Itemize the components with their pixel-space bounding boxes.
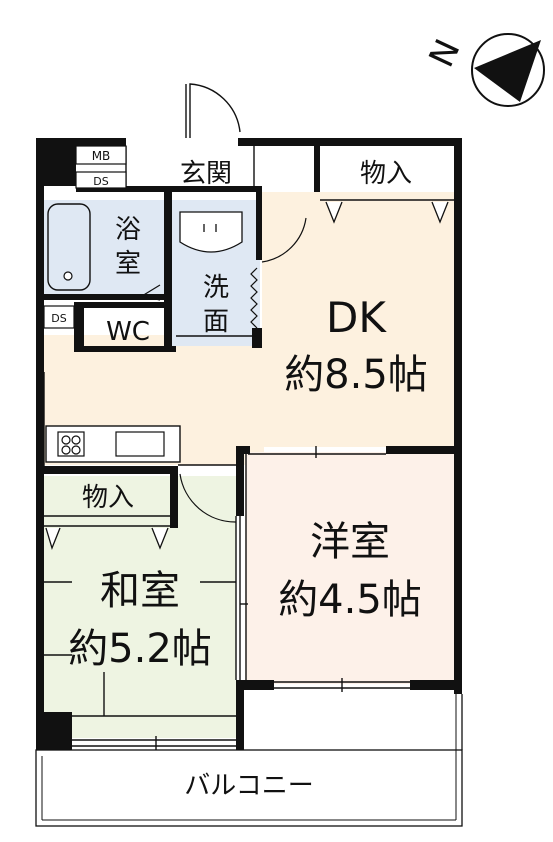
wall-storage-left (314, 146, 320, 192)
wall-wash-right (256, 186, 262, 260)
toilet-label: WC (106, 317, 150, 347)
wall-entrance-bottom (76, 186, 262, 192)
wall-west-bottom (244, 680, 274, 690)
balcony-label: バルコニー (184, 771, 313, 801)
compass: N (422, 33, 545, 107)
wall-jp-storage-right (170, 466, 178, 528)
storage-top-label: 物入 (360, 159, 412, 189)
wall-jp-bottom-left (36, 712, 72, 752)
entrance-label: 玄関 (180, 159, 232, 189)
kitchen-counter (45, 425, 181, 463)
walls (36, 138, 462, 752)
accordion-door (250, 267, 258, 329)
japanese-name: 和室 (100, 568, 180, 614)
compass-arrow-icon (474, 40, 541, 102)
wall-top-right (238, 138, 462, 146)
svg-text:MB: MB (92, 149, 111, 163)
wash-basin-icon (179, 211, 243, 253)
wall-left (36, 138, 44, 750)
wall-wc-bottom (74, 346, 176, 352)
bathtub-icon (47, 203, 91, 291)
wall-west-bottom-right (410, 680, 462, 690)
japanese-size: 約5.2帖 (68, 626, 212, 672)
bath-label-1: 浴 (115, 215, 141, 245)
partitions (43, 146, 454, 750)
wall-jp-top (44, 466, 172, 474)
storage-left-label: 物入 (82, 483, 134, 513)
duct-space-top: DS (75, 171, 127, 189)
japanese-floor (44, 476, 236, 738)
duct-space-left: DS (43, 305, 75, 329)
stove-icon (57, 431, 85, 457)
storage-door-marks (45, 201, 449, 550)
wall-west-top (386, 446, 462, 454)
wall-right (454, 138, 462, 694)
washroom-label-2: 面 (203, 307, 229, 337)
bath-label-2: 室 (115, 249, 141, 279)
meter-box: MB (75, 145, 127, 165)
north-label: N (422, 33, 469, 73)
svg-text:DS: DS (51, 312, 66, 325)
wall-wet-left (164, 190, 172, 346)
wall-west-left (236, 446, 244, 516)
wall-wc-top (74, 302, 172, 308)
dk-floor (262, 192, 454, 447)
washroom-label-1: 洗 (203, 273, 229, 303)
svg-text:DS: DS (93, 175, 108, 188)
wall-wc-left (74, 302, 84, 352)
western-size: 約4.5帖 (278, 577, 422, 623)
wall-ds-block (36, 146, 76, 186)
wall-jp-right-lower (236, 680, 244, 750)
western-name: 洋室 (310, 519, 390, 565)
sink-icon (115, 431, 165, 457)
wall-top-left (36, 138, 126, 146)
balcony-outline (35, 749, 463, 827)
wall-bath-bottom (44, 294, 172, 300)
interior-doors (140, 217, 307, 523)
floor-fills (44, 192, 455, 738)
wall-wash-right-lower (252, 328, 262, 348)
dk-name: DK (326, 293, 387, 342)
entrance-door (185, 83, 241, 138)
western-floor (245, 452, 455, 684)
dk-size: 約8.5帖 (284, 352, 428, 398)
